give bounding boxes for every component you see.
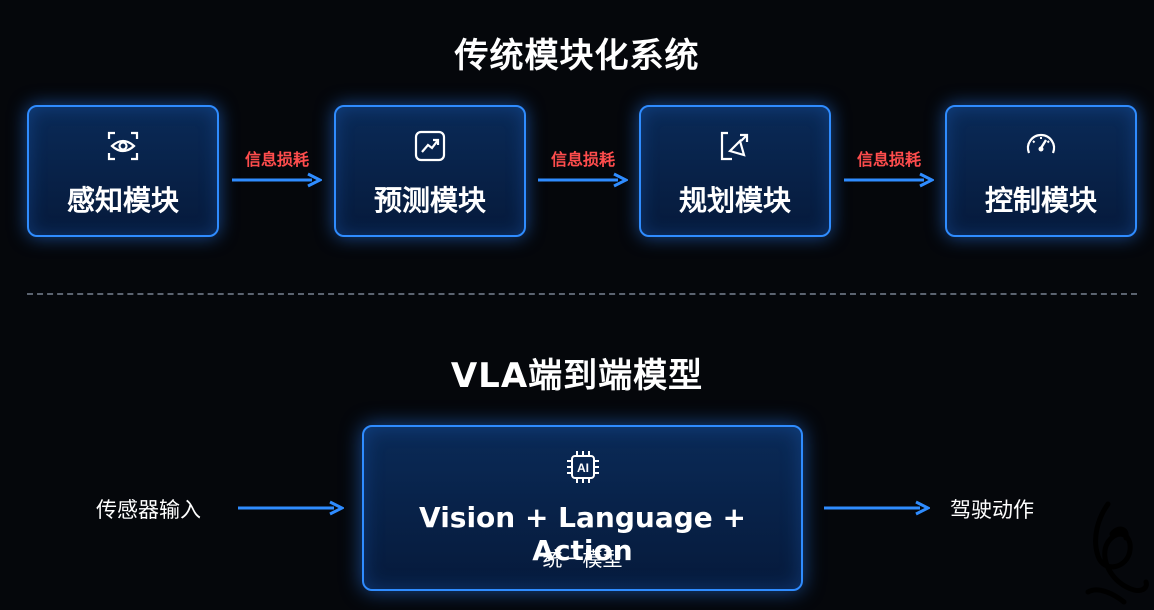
prediction-module: 预测模块	[334, 105, 526, 237]
info-loss-label: 信息损耗	[244, 150, 309, 169]
flow-arrow	[538, 172, 628, 188]
driving-action-label: 驾驶动作	[950, 498, 1034, 522]
module-label: 感知模块	[66, 184, 179, 217]
info-loss-label: 信息损耗	[856, 150, 921, 169]
module-label: 预测模块	[373, 184, 486, 217]
info-loss-label: 信息损耗	[550, 150, 615, 169]
vla-model-box: AI Vision + Language + Action 统一模型	[362, 425, 803, 591]
sensor-input-label: 传感器输入	[96, 498, 201, 522]
chip-text: AI	[577, 461, 589, 475]
module-label: 规划模块	[678, 184, 791, 217]
output-arrow	[824, 500, 930, 516]
traditional-system-title: 传统模块化系统	[454, 36, 700, 76]
perception-module: 感知模块	[27, 105, 219, 237]
speedometer-icon	[1026, 133, 1056, 154]
flow-arrow	[232, 172, 322, 188]
flow-arrow	[844, 172, 934, 188]
input-arrow	[238, 500, 344, 516]
scribble-mark	[1085, 501, 1149, 605]
model-title: Vision + Language + Action	[419, 501, 746, 567]
vla-title: VLA端到端模型	[450, 356, 704, 396]
section-divider	[27, 293, 1137, 295]
eye-scan-icon	[107, 131, 139, 161]
ai-chip-icon: AI	[566, 451, 599, 483]
trend-chart-icon	[414, 130, 446, 162]
control-module: 控制模块	[945, 105, 1137, 237]
model-subtitle: 统一模型	[542, 547, 623, 571]
planning-module: 规划模块	[639, 105, 831, 237]
route-arrow-icon	[720, 131, 749, 161]
module-label: 控制模块	[984, 184, 1097, 217]
